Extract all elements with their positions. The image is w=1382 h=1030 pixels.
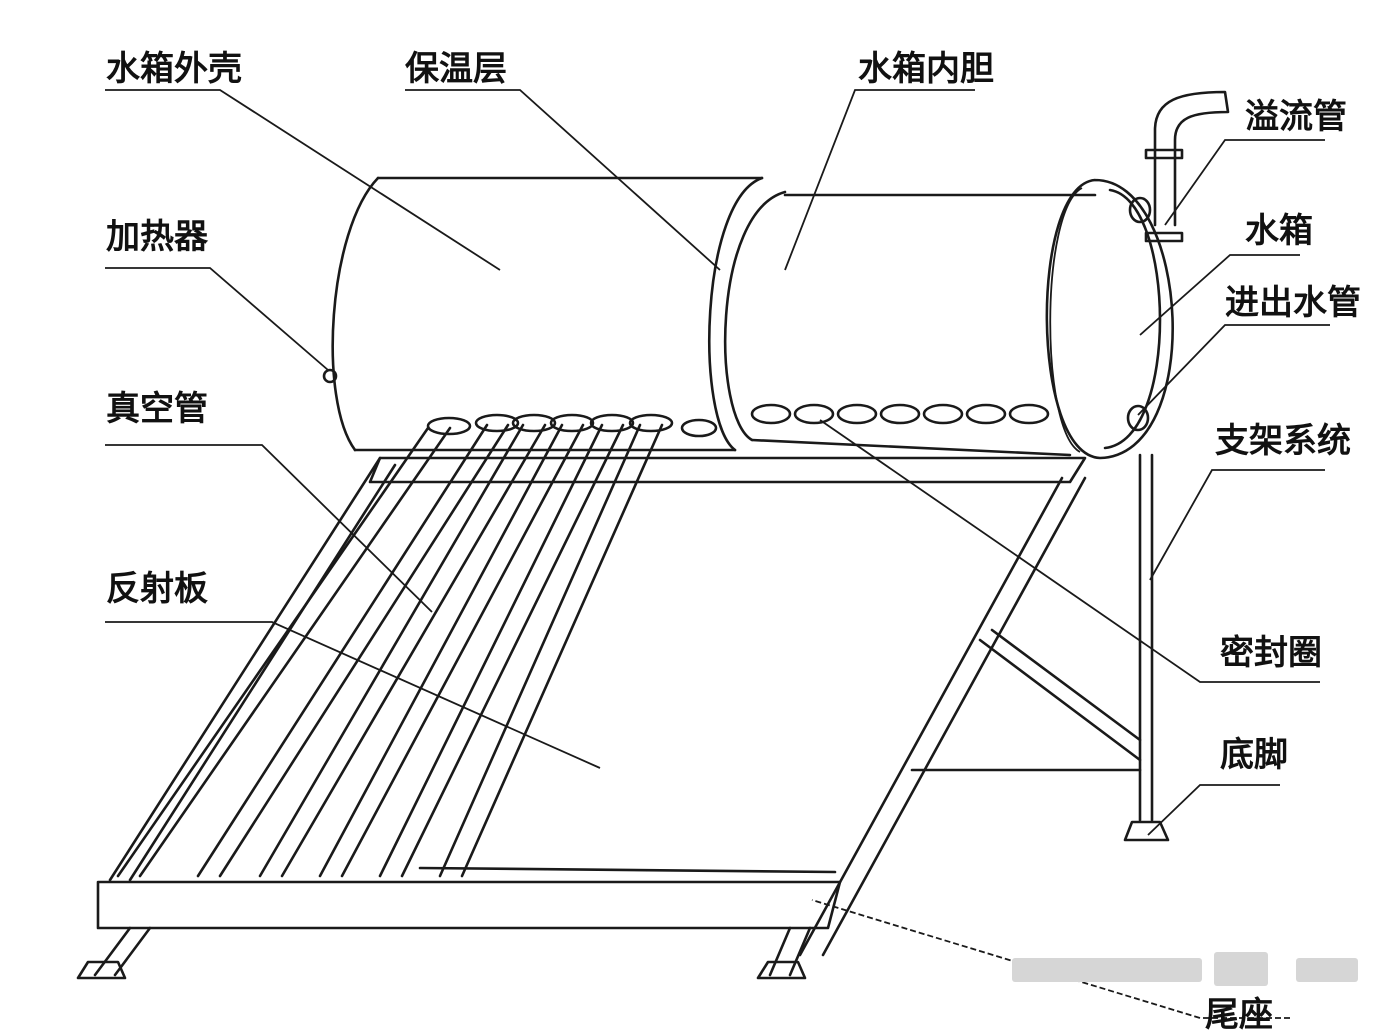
- leader-bracket: [1149, 469, 1325, 581]
- tank-shell-left-end: [331, 176, 380, 452]
- label-inout-pipe: 进出水管: [1225, 283, 1361, 323]
- labels: 水箱外壳 保温层 水箱内胆 溢流管 加热器 水箱 进出水管 真空管 支架系统 反…: [106, 49, 1361, 1030]
- label-insulation: 保温层: [405, 49, 507, 89]
- label-seal: 密封圈: [1220, 633, 1322, 673]
- foot-rear: [1123, 820, 1170, 842]
- bracket-frame: [76, 453, 1170, 980]
- seal-rings: [680, 403, 1050, 438]
- leader-base: [811, 899, 1290, 1019]
- label-tank: 水箱: [1245, 211, 1313, 251]
- inout-pipe-port: [1126, 404, 1150, 432]
- overflow-pipe-flange-top: [1144, 148, 1184, 160]
- leader-reflector: [105, 621, 601, 769]
- leader-vacuum-tube: [105, 444, 433, 613]
- label-vacuum-tube: 真空管: [106, 389, 208, 429]
- tank-right-end-outer: [1045, 178, 1174, 460]
- label-heater: 加热器: [106, 217, 209, 257]
- heater-nub: [322, 368, 338, 384]
- leader-seal: [819, 419, 1320, 683]
- leader-insulation: [405, 89, 721, 271]
- inner-tank-outline: [750, 193, 1097, 457]
- leader-inout: [1137, 324, 1330, 416]
- label-overflow: 溢流管: [1245, 97, 1347, 137]
- label-reflector: 反射板: [106, 569, 208, 609]
- tank-drawing: [322, 90, 1230, 460]
- insulation-ring-outer: [708, 176, 764, 452]
- tank-shell-outline: [353, 176, 764, 452]
- insulation-ring-inner: [723, 190, 787, 442]
- overflow-pipe-flange-bottom: [1144, 231, 1184, 243]
- foot-left: [76, 960, 127, 980]
- label-bracket: 支架系统: [1215, 421, 1351, 461]
- label-base: 尾座: [1205, 995, 1273, 1030]
- leader-lines: [105, 89, 1330, 1019]
- label-inner-tank: 水箱内胆: [858, 49, 994, 89]
- vacuum-tubes: [116, 413, 674, 878]
- overflow-pipe: [1153, 90, 1230, 227]
- label-shell: 水箱外壳: [106, 49, 242, 89]
- leader-heater: [105, 267, 329, 371]
- leader-overflow: [1164, 139, 1325, 226]
- leader-foot: [1147, 784, 1280, 836]
- tank-right-end-rim: [1049, 187, 1083, 453]
- foot-center: [756, 960, 807, 980]
- watermark: [1012, 952, 1358, 986]
- leader-inner-tank: [784, 89, 975, 271]
- overflow-pipe-outlet: [1128, 196, 1152, 224]
- tank-right-end-inner: [1103, 188, 1162, 450]
- label-foot: 底脚: [1220, 735, 1288, 775]
- leader-shell: [105, 89, 501, 271]
- leader-tank: [1139, 254, 1300, 336]
